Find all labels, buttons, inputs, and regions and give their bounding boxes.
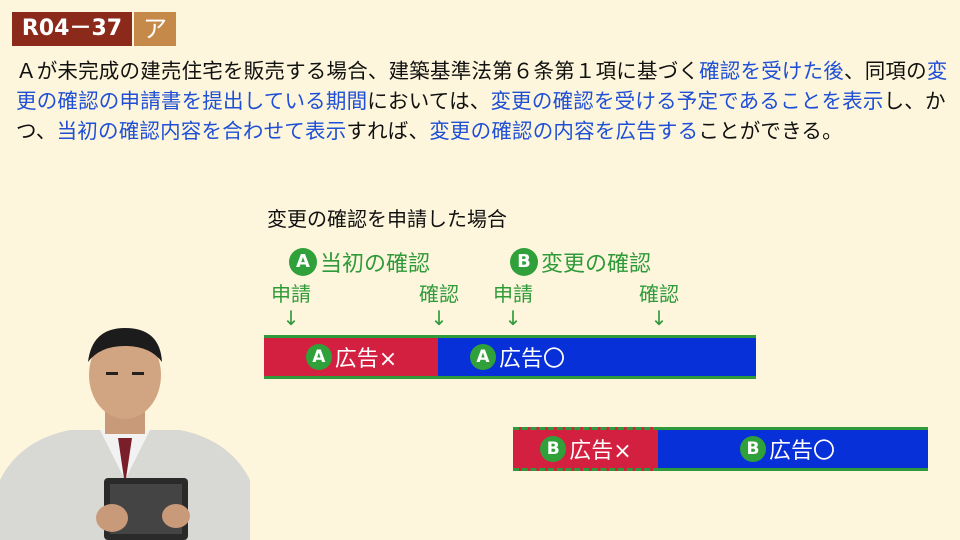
bar-a-right-label: 広告〇 [499,347,566,372]
question-highlight: 確認を受けた後 [699,59,845,83]
bar-a-advert-prohibited: A 広告× [264,335,439,379]
question-segment: すれば、 [346,119,430,143]
bar-a-left-badge: A [305,344,332,370]
bar-a-advert-allowed: A 広告〇 [438,335,756,379]
question-code-badge: R04－37 [12,12,132,46]
bar-a-left-label: 広告× [334,347,398,372]
choice-badge: ア [134,12,176,46]
bar-b-left-label: 広告× [569,439,632,464]
question-highlight: 変更の確認の申請書を提出している期間 [16,59,948,113]
tick-a-apply-label: 申請 [271,282,311,306]
bar-b-advert-allowed: B 広告〇 [658,427,928,471]
bar-a-right-badge: A [470,344,496,370]
question-segment: し、かつ、 [16,89,946,143]
phase-b-badge: B [510,248,538,276]
phase-b-text: 変更の確認 [541,252,652,277]
tick-a-confirm: 確認 ↓ [411,281,467,329]
question-highlight: 変更の確認を受ける予定であることを表示 [490,89,884,113]
question-highlight: 変更の確認の内容を広告する [429,119,699,143]
down-arrow-icon: ↓ [504,306,522,330]
diagram-title: 変更の確認を申請した場合 [267,207,507,231]
presenter-figure [0,328,250,540]
bar-b-right-label: 広告〇 [769,439,836,464]
tick-b-confirm: 確認 ↓ [631,281,687,329]
tick-b-apply-label: 申請 [493,282,533,306]
down-arrow-icon: ↓ [430,306,448,330]
down-arrow-icon: ↓ [650,306,668,330]
tick-a-confirm-label: 確認 [419,282,459,306]
down-arrow-icon: ↓ [282,306,300,330]
question-segment: においては、 [367,89,491,113]
question-segment: Ａが未完成の建売住宅を販売する場合、建築基準法第６条第１項に基づく [16,59,700,83]
bar-b-left-badge: B [540,436,567,462]
tick-a-apply: 申請 ↓ [263,281,319,329]
question-segment: 、同項の [844,59,927,83]
question-segment: ことができる。 [698,119,843,143]
tick-b-apply: 申請 ↓ [485,281,541,329]
question-highlight: 当初の確認内容を合わせて表示 [56,119,347,143]
tick-b-confirm-label: 確認 [639,282,679,306]
question-text: Ａが未完成の建売住宅を販売する場合、建築基準法第６条第１項に基づく確認を受けた後… [16,56,951,146]
phase-a-badge: A [289,248,317,276]
bar-b-right-badge: B [740,436,766,462]
phase-a-label: A 当初の確認 [289,246,430,278]
bar-b-advert-prohibited: B 広告× [513,427,659,471]
phase-b-label: B 変更の確認 [510,246,651,278]
phase-a-text: 当初の確認 [320,252,431,277]
